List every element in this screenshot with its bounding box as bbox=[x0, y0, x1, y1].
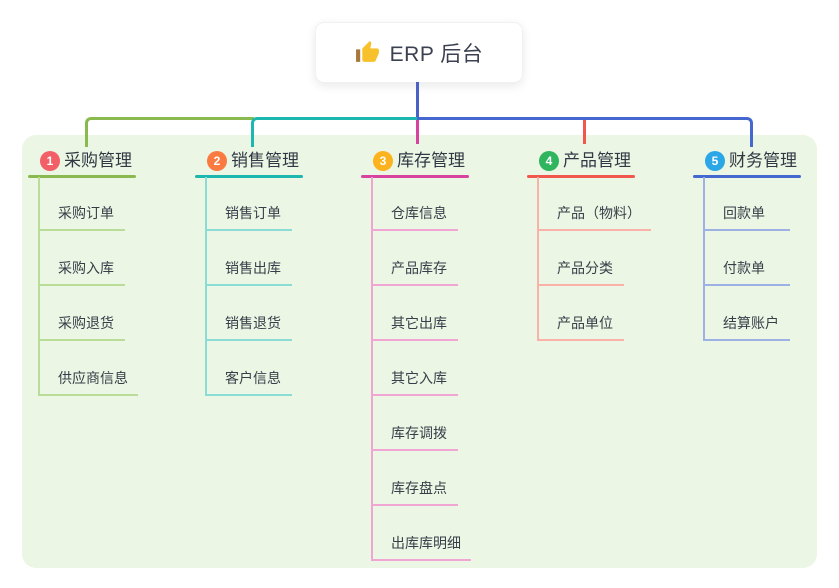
branch-2-badge: 2 bbox=[207, 151, 227, 171]
connector-branch-2 bbox=[251, 117, 420, 147]
branch-1-underline bbox=[28, 175, 136, 178]
branch-1-child-3[interactable]: 采购退货 bbox=[38, 307, 125, 341]
branch-1-child-2[interactable]: 采购入库 bbox=[38, 252, 125, 286]
branch-3-children-connector bbox=[371, 177, 373, 560]
connector-branch-1 bbox=[85, 117, 254, 147]
connector-branch-5 bbox=[417, 117, 753, 147]
branch-4-child-2[interactable]: 产品分类 bbox=[537, 252, 624, 286]
branch-5-child-1[interactable]: 回款单 bbox=[703, 197, 790, 231]
branch-2-underline bbox=[195, 175, 303, 178]
branch-2-child-1[interactable]: 销售订单 bbox=[205, 197, 292, 231]
branch-5-badge: 5 bbox=[705, 151, 725, 171]
root-node[interactable]: ERP 后台 bbox=[315, 22, 523, 83]
branch-5-underline bbox=[693, 175, 801, 178]
branch-4-label[interactable]: 产品管理 bbox=[563, 151, 631, 170]
branch-1-label[interactable]: 采购管理 bbox=[64, 151, 132, 170]
branch-5-child-3[interactable]: 结算账户 bbox=[703, 307, 790, 341]
branch-3-child-4[interactable]: 其它入库 bbox=[371, 362, 458, 396]
root-title: ERP 后台 bbox=[389, 42, 484, 66]
branch-3-child-7[interactable]: 出库库明细 bbox=[371, 527, 471, 561]
branch-5-label[interactable]: 财务管理 bbox=[729, 151, 797, 170]
root-connector-line bbox=[416, 82, 419, 118]
branch-4-child-1[interactable]: 产品（物料） bbox=[537, 197, 651, 231]
branch-3-child-6[interactable]: 库存盘点 bbox=[371, 472, 458, 506]
branch-group-panel bbox=[22, 135, 817, 568]
branch-2-child-2[interactable]: 销售出库 bbox=[205, 252, 292, 286]
branch-3-child-1[interactable]: 仓库信息 bbox=[371, 197, 458, 231]
connector-branch-4 bbox=[583, 120, 586, 144]
branch-3-badge: 3 bbox=[373, 151, 393, 171]
branch-1-child-4[interactable]: 供应商信息 bbox=[38, 362, 138, 396]
branch-5-child-2[interactable]: 付款单 bbox=[703, 252, 790, 286]
connector-branch-3 bbox=[416, 120, 419, 144]
branch-3-child-5[interactable]: 库存调拨 bbox=[371, 417, 458, 451]
branch-3-underline bbox=[361, 175, 469, 178]
branch-2-child-4[interactable]: 客户信息 bbox=[205, 362, 292, 396]
branch-3-child-2[interactable]: 产品库存 bbox=[371, 252, 458, 286]
branch-3-child-3[interactable]: 其它出库 bbox=[371, 307, 458, 341]
branch-3-label[interactable]: 库存管理 bbox=[397, 151, 465, 170]
branch-4-children-connector bbox=[537, 177, 539, 340]
thumbs-up-icon bbox=[355, 40, 380, 65]
branch-1-children-connector bbox=[38, 177, 40, 395]
branch-1-badge: 1 bbox=[40, 151, 60, 171]
branch-4-underline bbox=[527, 175, 635, 178]
branch-4-badge: 4 bbox=[539, 151, 559, 171]
branch-1-child-1[interactable]: 采购订单 bbox=[38, 197, 125, 231]
branch-2-children-connector bbox=[205, 177, 207, 395]
branch-2-child-3[interactable]: 销售退货 bbox=[205, 307, 292, 341]
branch-2-label[interactable]: 销售管理 bbox=[231, 151, 299, 170]
branch-5-children-connector bbox=[703, 177, 705, 340]
branch-4-child-3[interactable]: 产品单位 bbox=[537, 307, 624, 341]
